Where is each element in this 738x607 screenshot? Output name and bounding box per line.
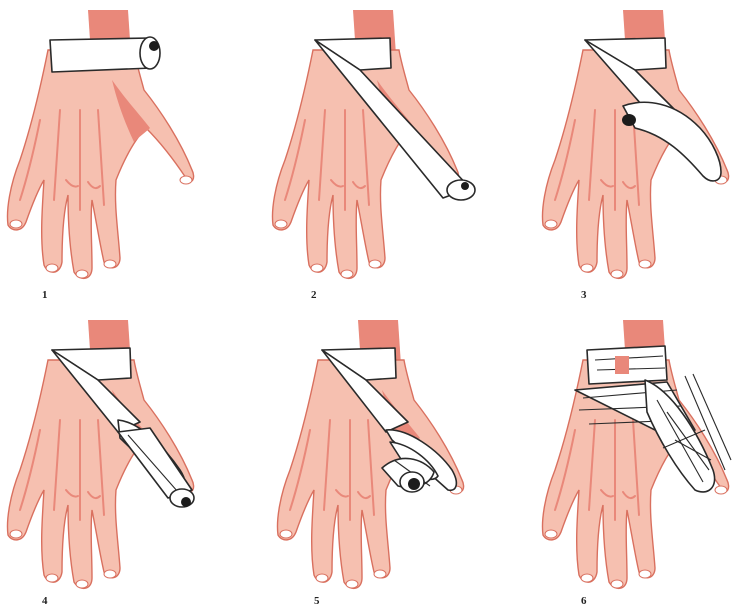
step-2-label: 2 xyxy=(311,289,317,301)
step-1-label: 1 xyxy=(42,289,48,301)
step-3-panel xyxy=(543,10,729,278)
bandage-roll xyxy=(50,37,160,72)
step-4-label: 4 xyxy=(42,595,48,607)
step-5-panel xyxy=(278,320,464,588)
step-4-panel xyxy=(8,320,195,588)
step-5-label: 5 xyxy=(314,595,320,607)
step-6-panel xyxy=(543,320,732,588)
step-2-panel xyxy=(273,10,476,278)
step-6-label: 6 xyxy=(581,595,587,607)
step-1-panel xyxy=(8,10,194,278)
step-3-label: 3 xyxy=(581,289,587,301)
